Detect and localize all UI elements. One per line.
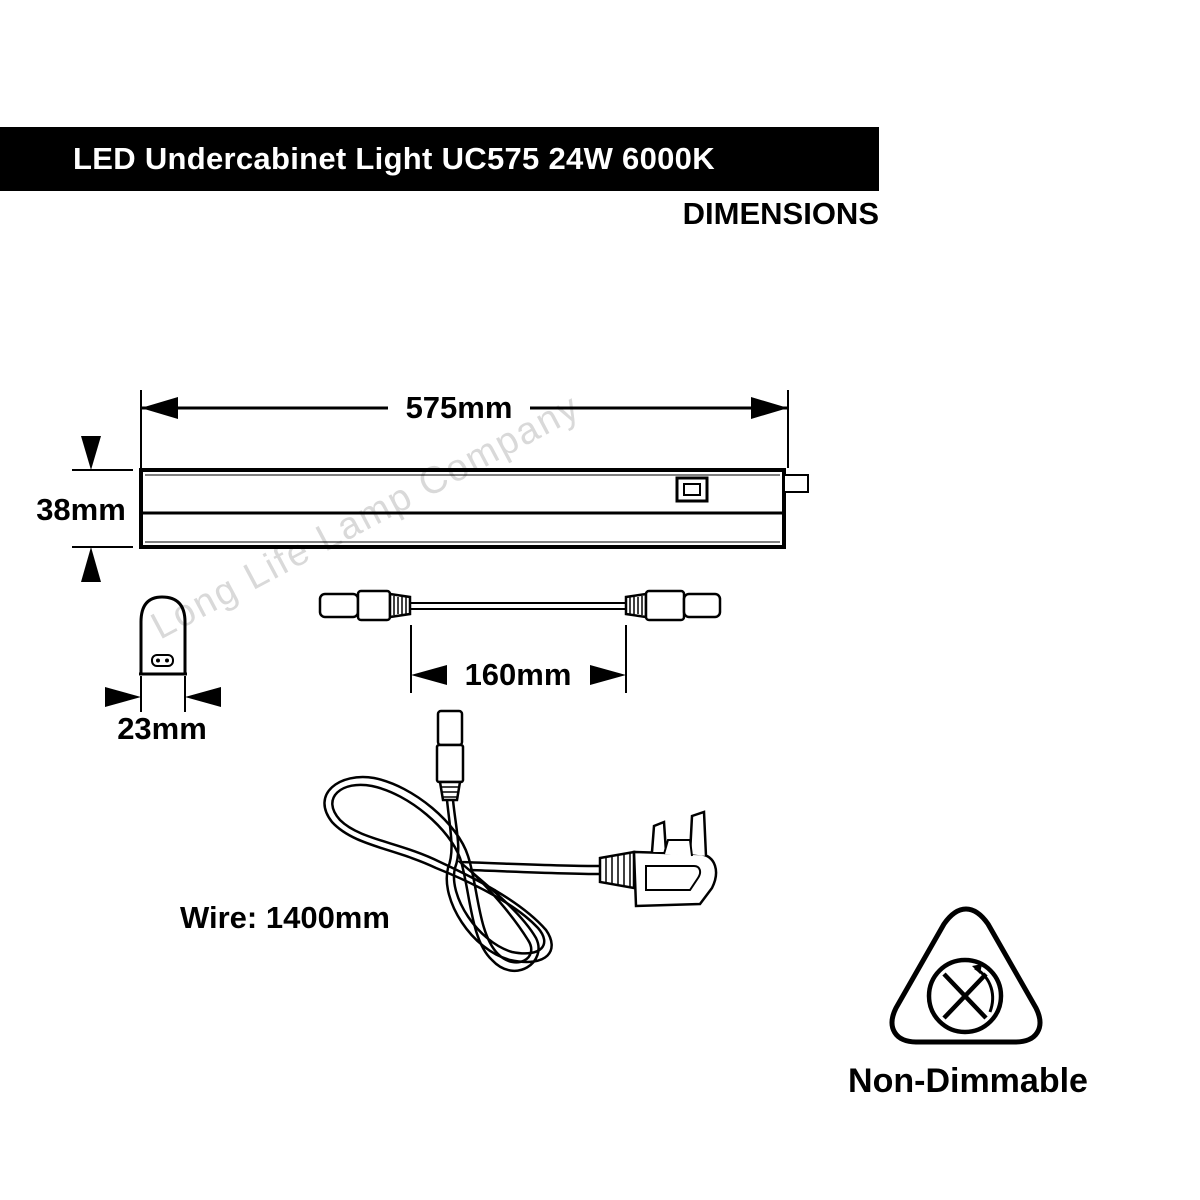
end-cap-profile — [139, 595, 187, 676]
non-dimmable-label: Non-Dimmable — [848, 1062, 1088, 1100]
switch-icon — [675, 476, 709, 503]
height-label: 38mm — [36, 492, 126, 527]
length-dimension — [140, 390, 789, 468]
connector-cable — [318, 589, 722, 622]
connector-dimension — [410, 625, 627, 693]
power-cord — [323, 709, 718, 972]
title-bar — [0, 127, 879, 191]
length-label: 575mm — [406, 390, 513, 425]
width-dimension — [105, 676, 221, 712]
height-dimension — [72, 436, 133, 582]
page-subtitle: DIMENSIONS — [682, 196, 879, 231]
non-dimmable-icon — [889, 906, 1043, 1045]
light-bar — [139, 468, 809, 549]
page-title: LED Undercabinet Light UC575 24W 6000K — [73, 141, 715, 176]
wire-length-label: Wire: 1400mm — [180, 900, 390, 935]
width-label: 23mm — [117, 711, 207, 746]
connector-label: 160mm — [465, 657, 572, 692]
